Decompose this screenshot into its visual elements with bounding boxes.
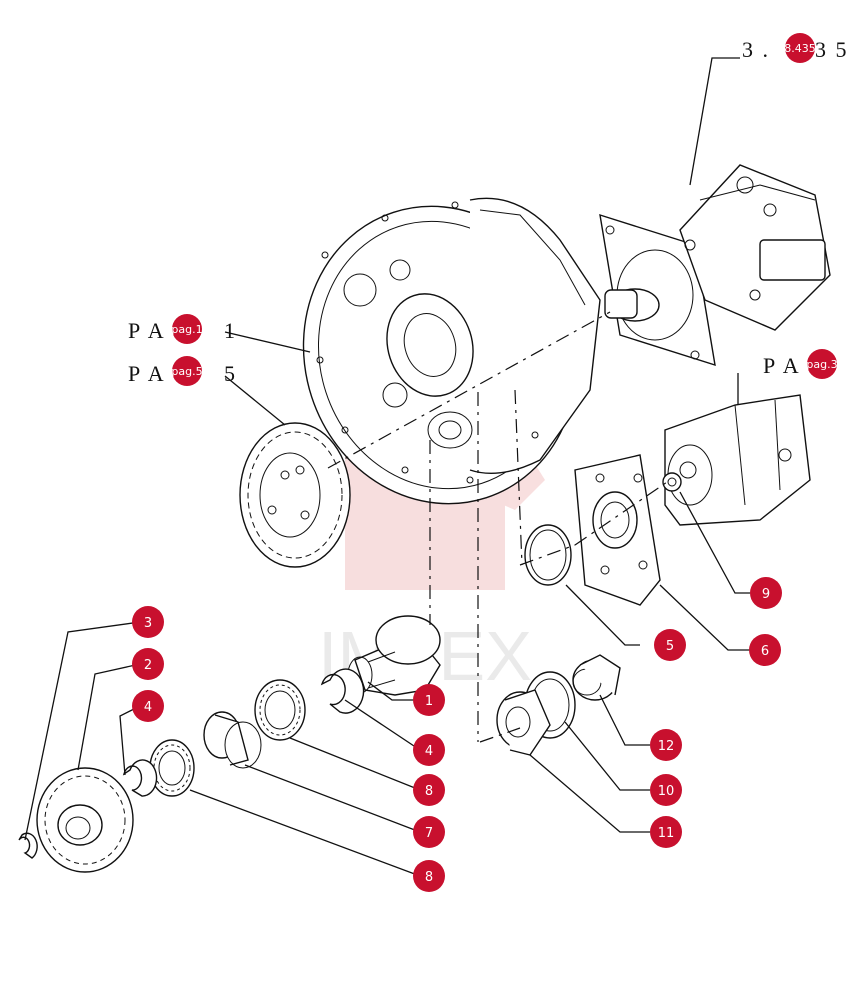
callout-number: 9 xyxy=(762,587,770,602)
input-shaft xyxy=(347,615,441,696)
ref-badge-text: pag.5 xyxy=(171,365,202,378)
callout-8-lower[interactable]: 8 xyxy=(413,860,445,892)
ref-badge-text: pag.3 xyxy=(806,358,837,371)
reference-pa-5[interactable]: P A pag.5 5 xyxy=(128,356,237,386)
drive-gear xyxy=(36,767,134,873)
coupling xyxy=(496,689,551,756)
ref-prefix: P A xyxy=(128,361,166,386)
callout-9[interactable]: 9 xyxy=(750,577,782,609)
callout-circle xyxy=(749,634,781,666)
callout-1[interactable]: 1 xyxy=(413,684,445,716)
flange-plate xyxy=(574,454,661,606)
callout-8-upper[interactable]: 8 xyxy=(413,774,445,806)
callout-circle xyxy=(413,816,445,848)
callout-6[interactable]: 6 xyxy=(749,634,781,666)
o-ring-inner xyxy=(529,529,567,581)
ball-bearing-lower xyxy=(149,739,195,797)
callout-circle xyxy=(413,684,445,716)
callout-circle xyxy=(132,606,164,638)
callout-12[interactable]: 12 xyxy=(650,729,682,761)
callout-circle xyxy=(650,729,682,761)
ref-suffix: 3 5 xyxy=(815,37,849,62)
callout-number: 4 xyxy=(144,700,152,715)
gear-pump xyxy=(662,394,811,526)
ref-badge-text: pag.1 xyxy=(171,323,202,336)
callout-5[interactable]: 5 xyxy=(654,629,686,661)
callout-4-right[interactable]: 4 xyxy=(413,734,445,766)
spacer-sleeve xyxy=(203,711,262,769)
callout-number: 6 xyxy=(761,644,769,659)
callout-number: 10 xyxy=(658,784,675,799)
ref-badge-circle xyxy=(172,314,202,344)
callout-circle xyxy=(132,690,164,722)
callout-circle xyxy=(413,774,445,806)
leader-lines xyxy=(24,57,750,877)
reference-top-right[interactable]: 3 . 8.435 3 5 xyxy=(742,33,849,63)
ref-badge-circle xyxy=(172,356,202,386)
hydraulic-motor xyxy=(599,164,831,367)
bushing xyxy=(572,654,621,701)
callout-number: 11 xyxy=(658,826,675,841)
callout-circle xyxy=(413,734,445,766)
ref-prefix: P A xyxy=(763,353,801,378)
callout-number: 7 xyxy=(425,826,433,841)
ref-prefix: P A xyxy=(128,318,166,343)
center-lines xyxy=(327,311,671,743)
ref-prefix: 3 . xyxy=(742,37,770,62)
callout-number: 5 xyxy=(666,639,674,654)
circlip-small xyxy=(18,832,38,859)
callout-circle xyxy=(650,774,682,806)
ref-suffix: 5 xyxy=(224,361,237,386)
reference-pa-3[interactable]: P A pag.3 xyxy=(763,349,838,379)
reference-pa-1[interactable]: P A pag.1 1 xyxy=(128,314,237,344)
gear-ring xyxy=(239,422,351,568)
callout-circle xyxy=(132,648,164,680)
snap-ring-upper xyxy=(320,668,365,714)
callout-number: 3 xyxy=(144,616,152,631)
gearbox-housing xyxy=(302,197,601,505)
ball-bearing-upper xyxy=(254,679,306,741)
callout-10[interactable]: 10 xyxy=(650,774,682,806)
callout-2[interactable]: 2 xyxy=(132,648,164,680)
ref-badge-circle xyxy=(785,33,815,63)
callout-number: 4 xyxy=(425,744,433,759)
callout-circle xyxy=(650,816,682,848)
callout-circle xyxy=(654,629,686,661)
callout-number: 8 xyxy=(425,870,433,885)
callout-circle xyxy=(413,860,445,892)
ref-badge-circle xyxy=(807,349,837,379)
callout-number: 12 xyxy=(658,739,675,754)
ref-suffix: 1 xyxy=(224,318,237,343)
ref-badge-text: 8.435 xyxy=(784,42,816,55)
callout-7[interactable]: 7 xyxy=(413,816,445,848)
callout-number: 1 xyxy=(425,694,433,709)
snap-ring-lower xyxy=(122,759,158,797)
callout-3[interactable]: 3 xyxy=(132,606,164,638)
callout-circle xyxy=(750,577,782,609)
callout-4-left[interactable]: 4 xyxy=(132,690,164,722)
callout-11[interactable]: 11 xyxy=(650,816,682,848)
callout-number: 2 xyxy=(144,658,152,673)
callout-number: 8 xyxy=(425,784,433,799)
